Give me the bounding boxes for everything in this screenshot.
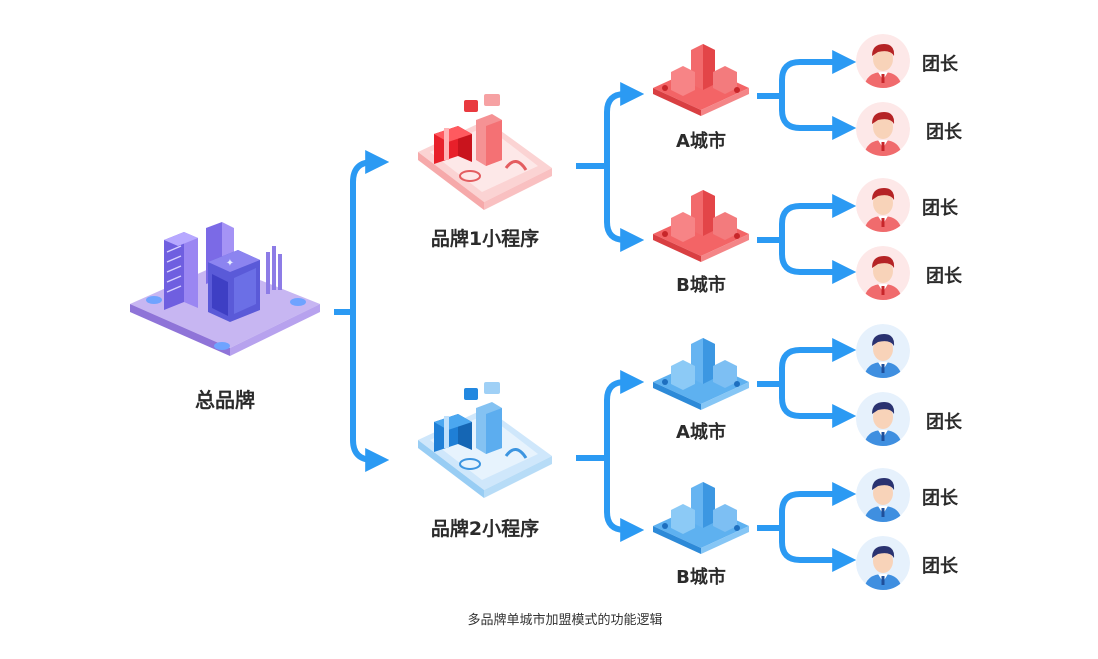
cityA1-to-leaders-arrow (757, 50, 857, 99)
brand2-to-cities-arrow (576, 370, 645, 461)
root-brand-label: 总品牌 (195, 388, 255, 412)
root-to-brands-arrow (334, 150, 390, 315)
leader-label: 团长 (922, 198, 958, 219)
leader-label: 团长 (926, 412, 962, 433)
brand1-label: 品牌1小程序 (430, 228, 540, 250)
city-b2-icon (653, 482, 749, 554)
leader-avatar-icon (856, 324, 910, 378)
cityB2-to-leaders-arrow (757, 482, 857, 531)
leader-avatar-icon (856, 536, 910, 590)
cityB1-to-leaders-arrow (757, 194, 857, 243)
leader-avatar-icon (856, 178, 910, 232)
headquarters-building-icon: ✦ (130, 222, 320, 356)
leader-label: 团长 (926, 266, 962, 287)
city-a1-icon (653, 44, 749, 116)
brand2-label: 品牌2小程序 (430, 518, 540, 540)
leader-label: 团长 (926, 122, 962, 143)
leader-label: 团长 (922, 488, 958, 509)
city-b2-label: B城市 (676, 567, 726, 588)
leader-label: 团长 (922, 556, 958, 577)
diagram-caption: 多品牌单城市加盟模式的功能逻辑 (467, 613, 663, 628)
svg-text:✦: ✦ (226, 258, 234, 269)
brand2-mini-program-icon (418, 382, 552, 498)
cityA2-to-leaders-arrow (757, 338, 857, 387)
city-a2-label: A城市 (676, 422, 726, 443)
city-a1-label: A城市 (676, 131, 726, 152)
leader-avatar-icon (856, 468, 910, 522)
leader-avatar-icon (856, 392, 910, 446)
city-b1-label: B城市 (676, 275, 726, 296)
city-a2-icon (653, 338, 749, 410)
leader-avatar-icon (856, 102, 910, 156)
leader-avatar-icon (856, 34, 910, 88)
city-b1-icon (653, 190, 749, 262)
brand1-mini-program-icon (418, 94, 552, 210)
leader-label: 团长 (922, 54, 958, 75)
leader-avatar-icon (856, 246, 910, 300)
brand1-to-cities-arrow (576, 82, 645, 169)
